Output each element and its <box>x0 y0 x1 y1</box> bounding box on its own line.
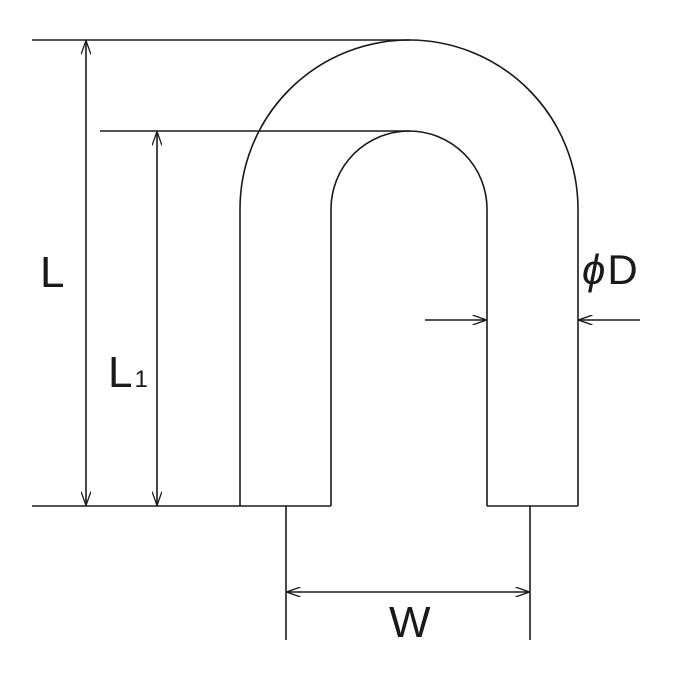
label-L1-main: L <box>108 348 132 397</box>
diameter-letter: D <box>607 246 637 293</box>
label-L1: L1 <box>108 348 148 397</box>
u-bolt-outer-outline <box>239 39 579 506</box>
u-bolt-inner-outline <box>330 130 488 506</box>
label-diameter-D: ϕD <box>582 246 638 293</box>
label-L: L <box>40 248 64 297</box>
diameter-symbol: ϕ <box>582 246 605 293</box>
label-L1-subscript: 1 <box>134 366 147 393</box>
label-W: W <box>389 598 431 647</box>
